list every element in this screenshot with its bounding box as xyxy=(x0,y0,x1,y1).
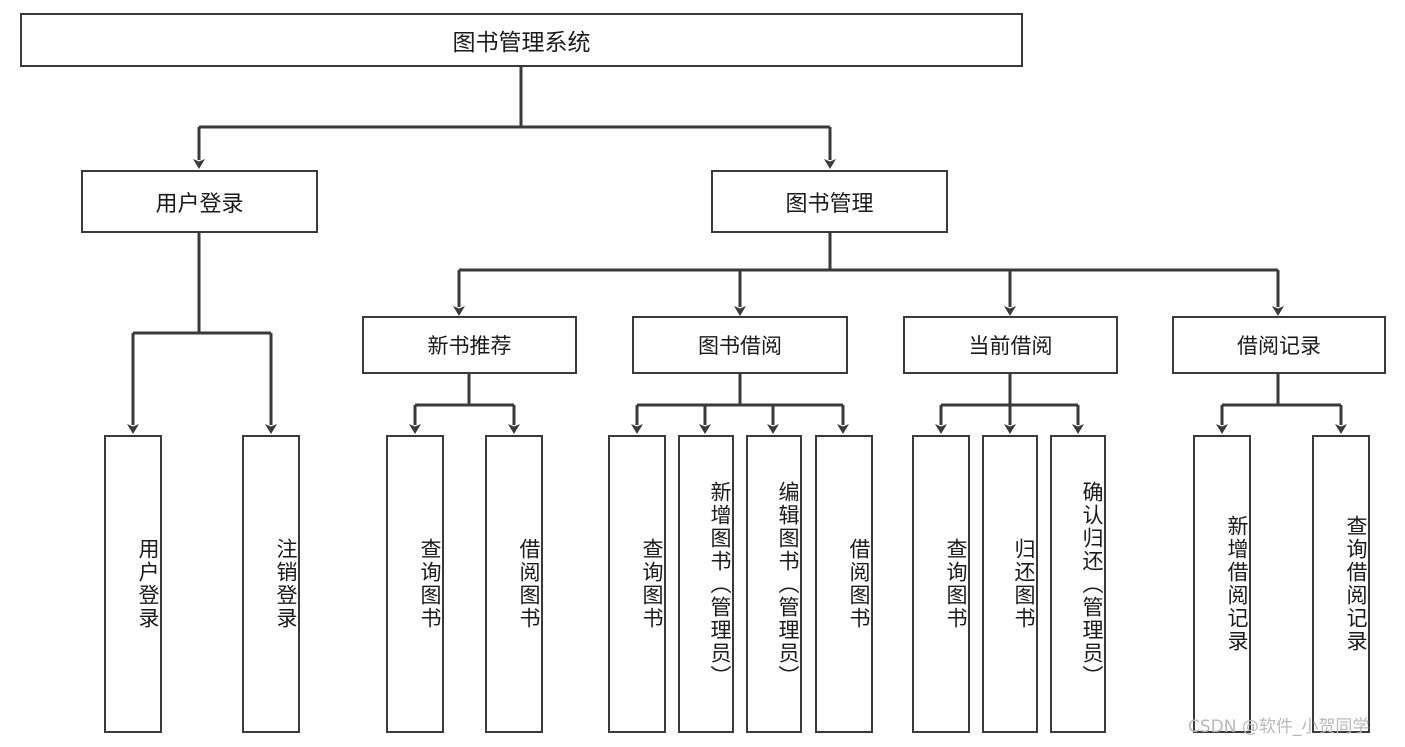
node-label: 新书推荐 xyxy=(427,334,512,358)
leaf-query-book-current[interactable]: 查询图书 xyxy=(912,435,970,733)
leaf-edit-book-admin[interactable]: 编辑图书（管理员） xyxy=(746,435,802,733)
leaf-user-logout[interactable]: 注销登录 xyxy=(242,435,300,733)
node-label: 编辑图书（管理员） xyxy=(776,480,800,688)
node-label: 图书借阅 xyxy=(698,334,782,358)
leaf-confirm-return-admin[interactable]: 确认归还（管理员） xyxy=(1050,435,1106,733)
node-label: 借阅记录 xyxy=(1237,334,1321,358)
node-label: 查询图书 xyxy=(640,538,664,630)
leaf-add-borrow-record[interactable]: 新增借阅记录 xyxy=(1193,435,1251,733)
node-root-book-management-system[interactable]: 图书管理系统 xyxy=(20,13,1023,67)
node-new-book-recommend[interactable]: 新书推荐 xyxy=(362,316,577,374)
leaf-borrow-book-recommend[interactable]: 借阅图书 xyxy=(485,435,543,733)
node-label: 新增图书（管理员） xyxy=(708,480,732,688)
node-label: 借阅图书 xyxy=(847,538,871,630)
leaf-query-book-recommend[interactable]: 查询图书 xyxy=(386,435,444,733)
node-book-borrow[interactable]: 图书借阅 xyxy=(632,316,848,374)
node-label: 注销登录 xyxy=(274,538,298,630)
leaf-add-book-admin[interactable]: 新增图书（管理员） xyxy=(678,435,734,733)
node-label: 查询图书 xyxy=(418,538,442,630)
node-label: 查询借阅记录 xyxy=(1344,515,1368,653)
csdn-watermark: CSDN @软件_小贺同学 xyxy=(1188,717,1370,737)
node-borrow-record[interactable]: 借阅记录 xyxy=(1172,316,1386,374)
node-label: 新增借阅记录 xyxy=(1225,515,1249,653)
node-label: 当前借阅 xyxy=(968,334,1053,358)
node-label: 确认归还（管理员） xyxy=(1080,480,1104,688)
leaf-borrow-book[interactable]: 借阅图书 xyxy=(815,435,873,733)
node-label: 归还图书 xyxy=(1012,538,1036,630)
node-label: 查询图书 xyxy=(944,538,968,630)
node-label: 图书管理 xyxy=(785,191,874,217)
node-current-borrow[interactable]: 当前借阅 xyxy=(903,316,1118,374)
node-label: 用户登录 xyxy=(155,191,244,217)
leaf-user-login[interactable]: 用户登录 xyxy=(104,435,162,733)
leaf-query-book-borrow[interactable]: 查询图书 xyxy=(608,435,666,733)
node-label: 用户登录 xyxy=(136,538,160,630)
node-book-management[interactable]: 图书管理 xyxy=(711,170,948,233)
node-label: 图书管理系统 xyxy=(452,30,591,56)
leaf-query-borrow-record[interactable]: 查询借阅记录 xyxy=(1312,435,1370,733)
leaf-return-book[interactable]: 归还图书 xyxy=(982,435,1038,733)
node-user-login[interactable]: 用户登录 xyxy=(81,170,318,233)
node-label: 借阅图书 xyxy=(517,538,541,630)
